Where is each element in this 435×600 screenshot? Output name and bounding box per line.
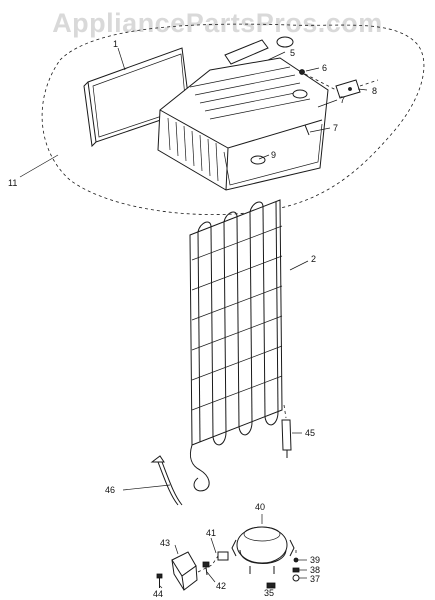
callout-11: 11 [8,178,17,188]
leader-lines [19,47,368,589]
callout-35: 35 [264,588,274,598]
callout-45: 45 [305,428,315,438]
callout-46: 46 [105,485,115,495]
callout-9: 9 [271,150,276,160]
callout-7-lower: 7 [333,123,338,133]
callout-5: 5 [290,48,295,58]
callout-38: 38 [310,565,320,575]
drier-part [281,404,292,458]
grommet-part [266,582,276,589]
fastener-parts [299,69,379,136]
callout-39: 39 [310,555,320,565]
callout-42: 42 [216,581,226,591]
capillary-tube-part [150,455,183,506]
callout-7-upper: 7 [340,95,345,105]
callout-8: 8 [372,86,377,96]
callout-43: 43 [160,538,170,548]
tube-part [224,36,294,65]
assembly-outline [41,23,425,215]
callout-37: 37 [310,574,320,584]
mounting-hardware [292,550,300,582]
callout-2: 2 [311,254,316,264]
relay-assembly [156,551,229,591]
compressor [231,526,295,574]
callout-41: 41 [206,528,216,538]
callout-44: 44 [153,589,163,599]
evaporator-box [157,57,329,191]
callout-40: 40 [255,502,265,512]
callout-6: 6 [322,63,327,73]
condenser-coil [189,199,283,492]
callout-1: 1 [113,39,118,49]
